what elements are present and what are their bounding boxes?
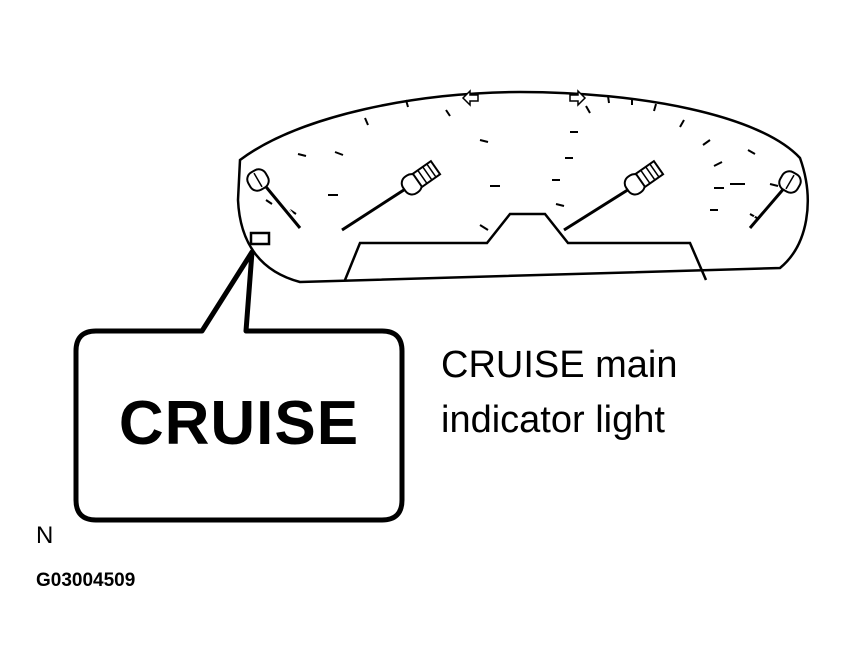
right-small-gauge (747, 170, 802, 229)
description-line-2: indicator light (441, 399, 665, 441)
tachometer-needle (563, 184, 635, 232)
speedometer-ticks (328, 99, 500, 231)
speedometer-needle (341, 184, 411, 232)
figure-code: G03004509 (36, 570, 136, 591)
cruise-callout-balloon (73, 249, 405, 523)
tachometer-pivot-icon (623, 159, 665, 196)
speedometer-gauge (328, 99, 500, 232)
left-turn-signal-icon (461, 89, 479, 107)
right-gauge-ticks (749, 183, 779, 219)
callout-cruise-label: CRUISE (118, 389, 360, 458)
right-gauge-pivot-icon (778, 170, 802, 194)
tachometer-gauge (552, 95, 756, 232)
cluster-housing (236, 90, 809, 284)
lower-display-window (343, 212, 708, 281)
left-gauge-needle (260, 181, 302, 229)
left-small-gauge (246, 153, 307, 229)
cruise-indicator-light (249, 231, 271, 246)
right-gauge-needle (748, 185, 788, 229)
tachometer-ticks (552, 95, 756, 211)
speedometer-pivot-icon (400, 159, 442, 196)
description-line-1: CRUISE main (441, 344, 678, 386)
left-gauge-pivot-icon (246, 168, 270, 192)
right-turn-signal-icon (569, 89, 587, 107)
note-marker: N (36, 522, 54, 549)
